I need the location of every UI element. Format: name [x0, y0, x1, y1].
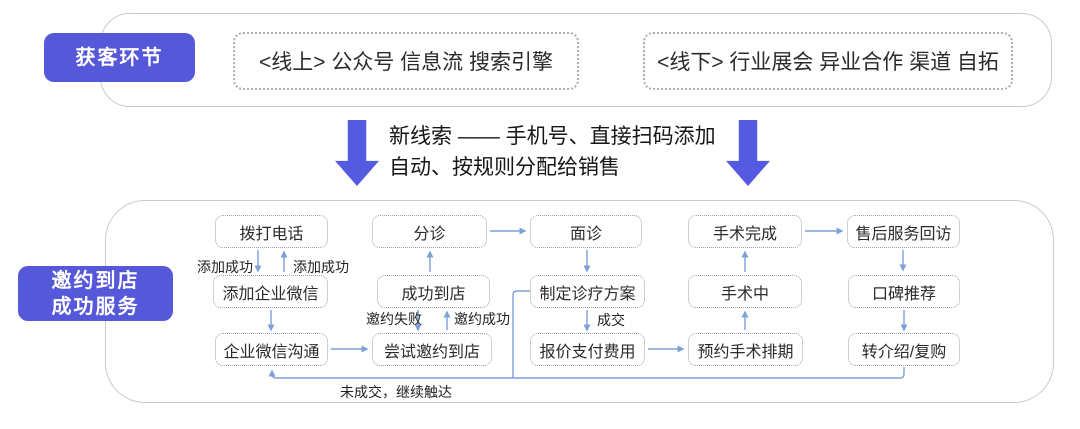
acquisition-stage-label-text: 获客环节 — [75, 46, 164, 69]
edge-plan-feedback-drop — [512, 290, 530, 378]
node-try-invite: 尝试邀约到店 — [372, 333, 492, 366]
node-call-phone-text: 拨打电话 — [239, 225, 304, 243]
offline-channels-text: <线下> 行业展会 异业合作 渠道 自拓 — [657, 51, 999, 74]
node-surgery-schedule-text: 预约手术排期 — [697, 343, 794, 361]
node-word-of-mouth: 口碑推荐 — [848, 275, 960, 308]
node-aftersales-followup: 售后服务回访 — [847, 215, 960, 248]
node-wecom-chat-text: 企业微信沟通 — [223, 343, 320, 361]
node-consultation: 面诊 — [530, 215, 642, 248]
node-treatment-plan-text: 制定诊疗方案 — [539, 285, 636, 303]
node-word-of-mouth-text: 口碑推荐 — [871, 285, 936, 303]
node-treatment-plan: 制定诊疗方案 — [530, 275, 645, 308]
service-stage-label-line1: 邀约到店 — [51, 269, 140, 292]
node-triage-text: 分诊 — [413, 225, 446, 243]
node-call-phone: 拨打电话 — [215, 215, 328, 248]
edge-label-invite-success: 邀约成功 — [454, 311, 510, 327]
acquisition-stage-label: 获客环节 — [44, 33, 195, 82]
node-try-invite-text: 尝试邀约到店 — [383, 343, 480, 361]
node-consultation-text: 面诊 — [569, 225, 602, 243]
node-wecom-chat: 企业微信沟通 — [215, 333, 328, 366]
node-surgery-complete: 手术完成 — [688, 215, 802, 248]
node-surgery-complete-text: 手术完成 — [712, 225, 777, 243]
node-arrived-at-store-text: 成功到店 — [401, 285, 466, 303]
node-in-surgery-text: 手术中 — [720, 285, 769, 303]
edge-feedback-loop-to-wechatchat — [268, 367, 905, 379]
transfer-description: 新线索 —— 手机号、直接扫码添加 自动、按规则分配给销售 — [389, 121, 716, 183]
online-channels-box: <线上> 公众号 信息流 搜索引擎 — [233, 32, 579, 90]
service-stage-label: 邀约到店 成功服务 — [18, 266, 173, 321]
node-referral-repurchase: 转介绍/复购 — [848, 333, 960, 366]
offline-channels-box: <线下> 行业展会 异业合作 渠道 自拓 — [643, 32, 1013, 90]
node-in-surgery: 手术中 — [688, 275, 802, 308]
service-stage-label-line2: 成功服务 — [51, 295, 140, 318]
transfer-line2: 自动、按规则分配给销售 — [389, 156, 620, 179]
edge-label-invite-fail: 邀约失败 — [366, 311, 422, 327]
edge-label-no-deal-continue: 未成交，继续触达 — [340, 384, 452, 400]
edge-label-add-success-right: 添加成功 — [293, 259, 349, 275]
node-quote-payment-text: 报价支付费用 — [539, 343, 636, 361]
node-aftersales-followup-text: 售后服务回访 — [855, 225, 952, 243]
node-triage: 分诊 — [372, 215, 487, 248]
edge-label-deal-closed: 成交 — [597, 312, 625, 328]
node-arrived-at-store: 成功到店 — [377, 275, 490, 308]
node-referral-repurchase-text: 转介绍/复购 — [861, 343, 947, 361]
node-surgery-schedule: 预约手术排期 — [688, 333, 803, 366]
node-add-wecom-text: 添加企业微信 — [222, 285, 319, 303]
node-quote-payment: 报价支付费用 — [530, 333, 645, 366]
node-add-wecom: 添加企业微信 — [213, 275, 328, 308]
transfer-line1: 新线索 —— 手机号、直接扫码添加 — [389, 125, 716, 148]
online-channels-text: <线上> 公众号 信息流 搜索引擎 — [258, 51, 554, 74]
edge-label-add-success-left: 添加成功 — [197, 259, 253, 275]
